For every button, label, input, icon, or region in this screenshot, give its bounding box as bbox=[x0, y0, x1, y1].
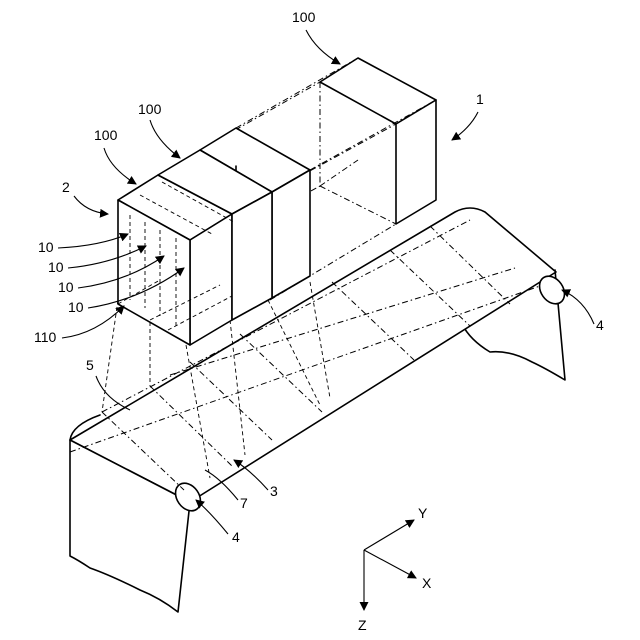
label-10-d: 10 bbox=[68, 299, 84, 315]
axis-z-label: Z bbox=[358, 617, 367, 633]
label-10-a: 10 bbox=[38, 239, 54, 255]
label-7: 7 bbox=[240, 495, 248, 511]
axis-x-label: X bbox=[422, 575, 432, 591]
label-1: 1 bbox=[476, 91, 484, 107]
label-100-middle: 100 bbox=[138, 101, 162, 117]
label-100-left: 100 bbox=[94, 127, 118, 143]
label-head-unit-right: 100 bbox=[292, 9, 340, 64]
label-5: 5 bbox=[86, 357, 94, 373]
label-roller-right: 4 bbox=[562, 290, 604, 333]
label-roller-left: 4 bbox=[196, 500, 240, 545]
axis-triad: Y X Z bbox=[358, 505, 432, 633]
head-unit-front bbox=[118, 150, 272, 345]
axis-y-label: Y bbox=[418, 505, 428, 521]
label-100-right: 100 bbox=[292, 9, 316, 25]
label-head-unit-middle: 100 bbox=[138, 101, 180, 158]
head-unit-back bbox=[320, 58, 436, 224]
label-110: 110 bbox=[34, 329, 57, 345]
label-4-left: 4 bbox=[232, 529, 240, 545]
label-10-c: 10 bbox=[58, 279, 74, 295]
label-3: 3 bbox=[270, 483, 278, 499]
label-2: 2 bbox=[62, 179, 70, 195]
label-medium: 5 bbox=[86, 357, 130, 410]
label-device: 1 bbox=[452, 91, 484, 140]
label-head-unit-left: 100 bbox=[94, 127, 136, 184]
label-10-b: 10 bbox=[48, 259, 64, 275]
label-head-group: 2 bbox=[62, 179, 108, 214]
label-4-right: 4 bbox=[596, 317, 604, 333]
